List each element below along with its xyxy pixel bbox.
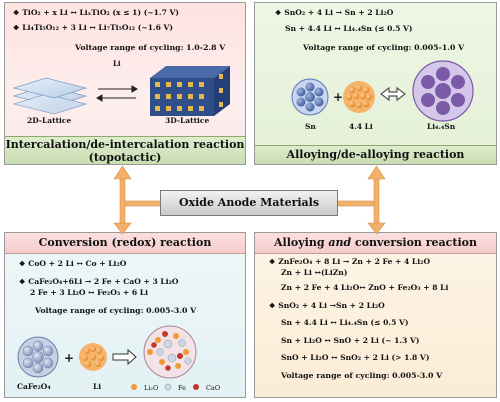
lattice-3d-illustration: [150, 66, 230, 116]
sn-particle-illustration: [291, 78, 329, 116]
alloy-conversion-equation-2: Zn + Li ↔(LiZn): [281, 268, 348, 277]
alloy-conversion-equation-3: Zn + 2 Fe + 4 Li₂O↔ ZnO + Fe₂O₃ + 8 Li: [281, 283, 449, 292]
diamond-bullet-icon: ❖: [19, 277, 26, 286]
li-label: Li: [113, 59, 121, 68]
intercalation-arrows: [96, 85, 138, 102]
conversion-arrow: [112, 348, 137, 366]
sn-label: Sn: [305, 122, 316, 131]
diamond-bullet-icon: ❖: [275, 8, 282, 17]
conversion-equation-1: ❖CoO + 2 Li ↔ Co + Li₂O: [19, 259, 127, 268]
intercalation-voltage: Voltage range of cycling: 1.0-2.8 V: [75, 43, 226, 52]
li-cluster-illustration: [343, 81, 375, 113]
alloying-equation-1: ❖SnO₂ + 4 Li → Sn + 2 Li₂O: [275, 8, 394, 17]
alloy-conversion-equation-5: Sn + 4.4 Li ↔ Li₄.₄Sn (≤ 0.5 V): [281, 318, 409, 327]
alloy-conversion-equation-1: ❖ZnFe₂O₄ + 8 Li → Zn + 2 Fe + 4 Li₂O: [269, 257, 431, 266]
alloying-equation-2: Sn + 4.4 Li ↔ Li₄.₄Sn (≤ 0.5 V): [285, 24, 413, 33]
intercalation-equation-1: ❖TiO₂ + x Li ↔ LiₓTiO₂ (x ≤ 1) (~1.7 V): [13, 8, 179, 17]
alloy-conversion-voltage: Voltage range of cycling: 0.005-3.0 V: [281, 371, 443, 380]
alloy-conversion-equation-7: SnO + Li₂O ↔ SnO₂ + 2 Li (> 1.8 V): [281, 353, 430, 362]
intercalation-equation-2: ❖Li₄Ti₅O₁₂ + 3 Li ↔ Li₇Ti₅O₁₂ (~1.6 V): [13, 23, 174, 32]
center-title-box: Oxide Anode Materials: [160, 190, 338, 216]
conversion-legend-markers: [131, 383, 199, 391]
conversion-product-illustration: [143, 325, 197, 379]
legend-cao-label: CaO: [206, 384, 221, 392]
li-amount-label: 4.4 Li: [349, 122, 373, 131]
diamond-bullet-icon: ❖: [269, 301, 276, 310]
alloying-voltage: Voltage range of cycling: 0.005-1.0 V: [303, 43, 465, 52]
lattice-3d-label: 3D-Lattice: [165, 116, 210, 125]
alloy-conversion-title: Alloying and conversion reaction: [255, 233, 496, 254]
lattice-2d-label: 2D-Lattice: [27, 116, 72, 125]
conversion-equation-2: ❖CaFe₂O₄+6Li → 2 Fe + CaO + 3 Li₂O: [19, 277, 179, 286]
legend-li2o-label: Li₂O: [144, 384, 159, 392]
diamond-bullet-icon: ❖: [13, 23, 20, 32]
legend-fe-label: Fe: [178, 384, 187, 392]
cafe2o4-particle-illustration: [17, 336, 59, 378]
conversion-plus-sign: +: [64, 351, 74, 365]
diamond-bullet-icon: ❖: [269, 257, 276, 266]
conversion-li-label: Li: [93, 382, 102, 391]
intercalation-title: Intercalation/de-intercalation reaction …: [5, 136, 245, 164]
conversion-equation-3: 2 Fe + 3 Li₂O ↔ Fe₂O₃ + 6 Li: [30, 288, 149, 297]
diamond-bullet-icon: ❖: [13, 8, 20, 17]
conversion-voltage: Voltage range of cycling: 0.005-3.0 V: [35, 306, 197, 315]
reversible-arrow: [380, 86, 406, 102]
conversion-title: Conversion (redox) reaction: [5, 233, 245, 254]
plus-sign: +: [333, 90, 343, 104]
lisn-label: Li₄.₄Sn: [427, 122, 456, 131]
alloying-title: Alloying/de-alloying reaction: [255, 145, 496, 164]
diamond-bullet-icon: ❖: [19, 259, 26, 268]
lisn-particle-illustration: [412, 60, 474, 122]
lattice-2d-illustration: [12, 77, 88, 115]
connector-arrows: [113, 165, 386, 235]
cafe2o4-label: CaFe₂O₄: [17, 382, 51, 391]
alloy-conversion-equation-6: Sn + Li₂O ↔ SnO + 2 Li (~ 1.3 V): [281, 336, 420, 345]
conversion-li-cluster: [79, 343, 107, 371]
alloy-conversion-equation-4: ❖SnO₂ + 4 Li →Sn + 2 Li₂O: [269, 301, 385, 310]
